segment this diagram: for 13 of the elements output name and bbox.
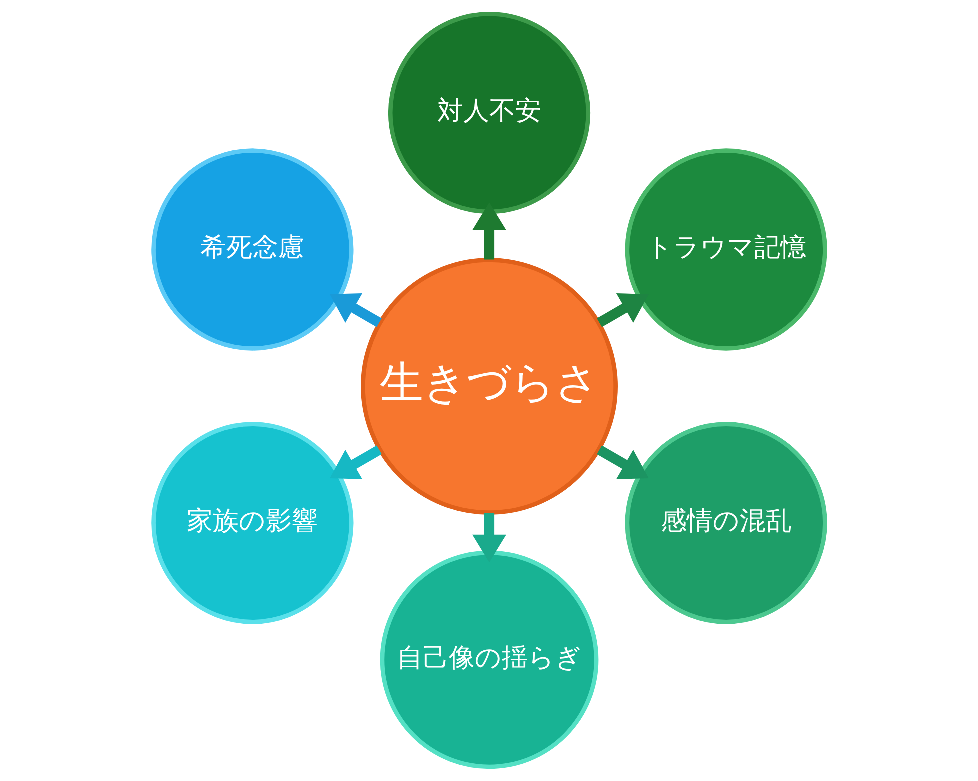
node-circle: 希死念慮 xyxy=(151,148,354,351)
arrow xyxy=(472,513,506,563)
node-circle: 家族の影響 xyxy=(151,422,354,624)
node-circle: 生きづらさ xyxy=(360,258,618,515)
node-circle: 感情の混乱 xyxy=(624,422,827,624)
arrow xyxy=(596,446,648,480)
node-circle: トラウマ記憶 xyxy=(624,148,827,351)
arrow xyxy=(330,294,382,328)
arrow xyxy=(596,294,648,328)
node-circle: 対人不安 xyxy=(388,12,590,214)
node-circle: 自己像の揺らぎ xyxy=(380,550,598,770)
arrow xyxy=(330,446,382,480)
arrow xyxy=(472,202,506,260)
